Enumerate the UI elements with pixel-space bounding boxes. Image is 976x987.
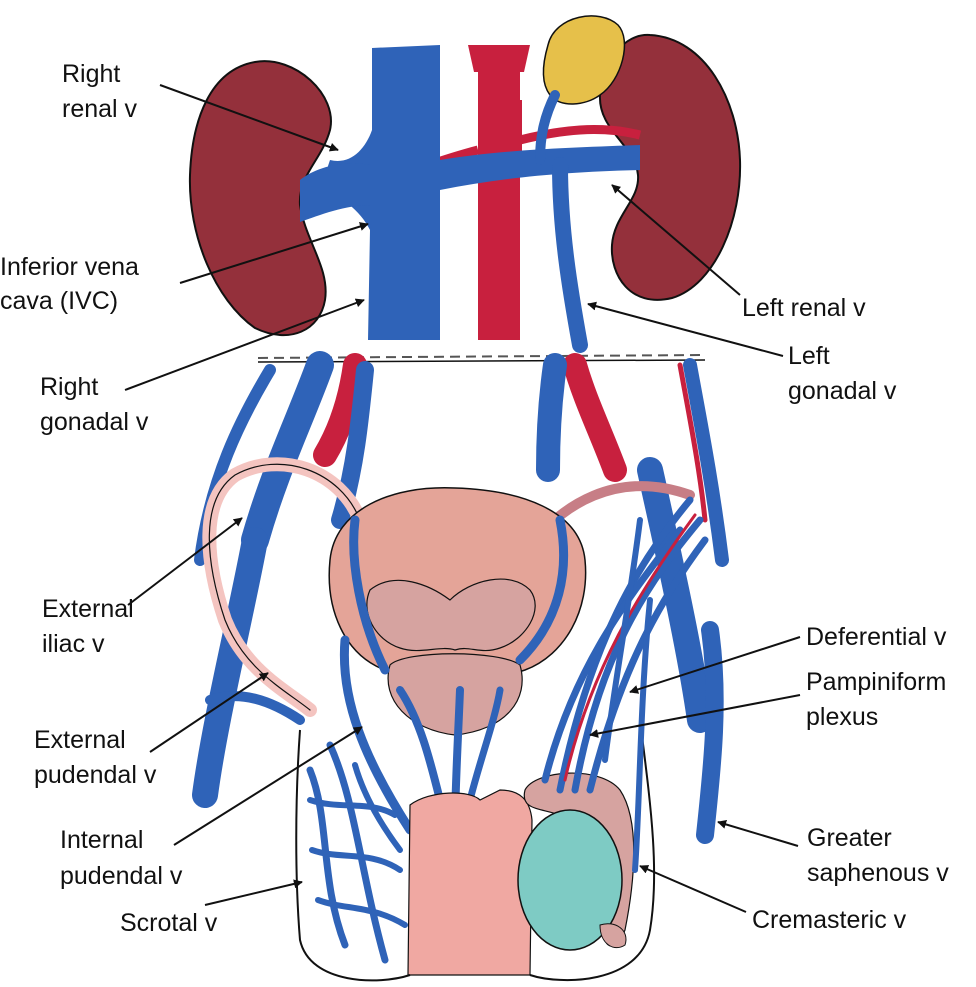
label-right-renal-v: Right renal v bbox=[62, 60, 138, 123]
label-external-iliac-v: External iliac v bbox=[42, 595, 141, 658]
leader-internal-pudendal-v bbox=[173, 726, 363, 846]
leader-external-iliac-v bbox=[127, 517, 243, 606]
leader-pampiniform-plexus bbox=[589, 694, 801, 738]
scrotal-venous-net bbox=[306, 741, 408, 964]
label-pampiniform-plexus: Pampiniform plexus bbox=[806, 668, 953, 731]
leader-ivc bbox=[179, 222, 369, 284]
leader-right-gonadal-v bbox=[124, 298, 365, 391]
leader-deferential-v bbox=[629, 636, 801, 694]
label-scrotal-v: Scrotal v bbox=[120, 909, 218, 937]
inferior-vena-cava bbox=[320, 45, 440, 340]
left-gonadal-vein-upper bbox=[552, 157, 588, 353]
scrotum-outline bbox=[295, 719, 656, 982]
labels: Right renal v Inferior vena cava (IVC) R… bbox=[0, 60, 953, 937]
greater-saphenous-vein bbox=[696, 621, 724, 844]
vesical-vein-1 bbox=[349, 515, 390, 675]
appendix-testis bbox=[599, 923, 627, 949]
label-right-gonadal-v: Right gonadal v bbox=[40, 373, 149, 436]
leader-right-renal-v bbox=[159, 84, 339, 152]
label-left-renal-v: Left renal v bbox=[742, 294, 866, 322]
leader-cremasteric-v bbox=[639, 865, 747, 913]
right-external-iliac-vein bbox=[192, 527, 268, 808]
adrenal-gland bbox=[542, 15, 626, 105]
urethra-corpus bbox=[407, 789, 533, 976]
label-greater-saphenous-v: Greater saphenous v bbox=[807, 824, 949, 887]
left-renal-vein bbox=[440, 145, 640, 190]
celiac-trunk bbox=[505, 100, 522, 165]
vesical-vein-5 bbox=[466, 686, 504, 804]
label-external-pudendal-v: External pudendal v bbox=[34, 726, 157, 789]
vesical-vein-3 bbox=[396, 686, 444, 804]
leader-left-renal-v bbox=[611, 184, 741, 296]
urinary-bladder bbox=[328, 487, 587, 680]
label-deferential-v: Deferential v bbox=[806, 623, 947, 651]
left-kidney bbox=[598, 33, 742, 301]
deferential-vein bbox=[602, 517, 643, 763]
right-common-iliac-vein bbox=[241, 351, 334, 554]
leader-scrotal-v bbox=[204, 879, 303, 906]
leader-left-gonadal-v bbox=[587, 301, 784, 357]
abdomen-section bbox=[188, 15, 742, 353]
label-internal-pudendal-v: Internal pudendal v bbox=[60, 826, 183, 890]
leader-greater-saphenous-v bbox=[717, 820, 799, 847]
aortic-arch-top bbox=[468, 45, 530, 72]
external-pudendal-vein bbox=[205, 691, 305, 725]
left-external-iliac-vein bbox=[637, 457, 713, 733]
adrenal-vein bbox=[535, 90, 560, 165]
testis bbox=[517, 809, 623, 951]
pampiniform-plexus bbox=[541, 496, 709, 794]
vesical-vein-2 bbox=[515, 515, 569, 665]
right-kidney bbox=[188, 60, 332, 337]
cremasteric-vein bbox=[632, 597, 653, 873]
right-common-iliac-artery bbox=[313, 353, 367, 467]
left-common-iliac-vein bbox=[536, 353, 567, 482]
left-common-iliac-artery bbox=[563, 353, 627, 482]
left-renal-artery bbox=[518, 125, 642, 145]
leader-external-pudendal-v bbox=[149, 672, 269, 753]
section-break bbox=[257, 354, 706, 359]
label-left-gonadal-v: Left gonadal v bbox=[788, 342, 897, 405]
left-gonadal-vein-lower bbox=[683, 358, 729, 567]
label-cremasteric-v: Cremasteric v bbox=[752, 906, 907, 934]
prostate bbox=[387, 653, 523, 736]
left-gonadal-artery bbox=[677, 362, 708, 523]
label-ivc: Inferior vena cava (IVC) bbox=[0, 253, 146, 315]
right-renal-vein bbox=[300, 163, 372, 222]
seminal-vesicles bbox=[366, 578, 536, 652]
